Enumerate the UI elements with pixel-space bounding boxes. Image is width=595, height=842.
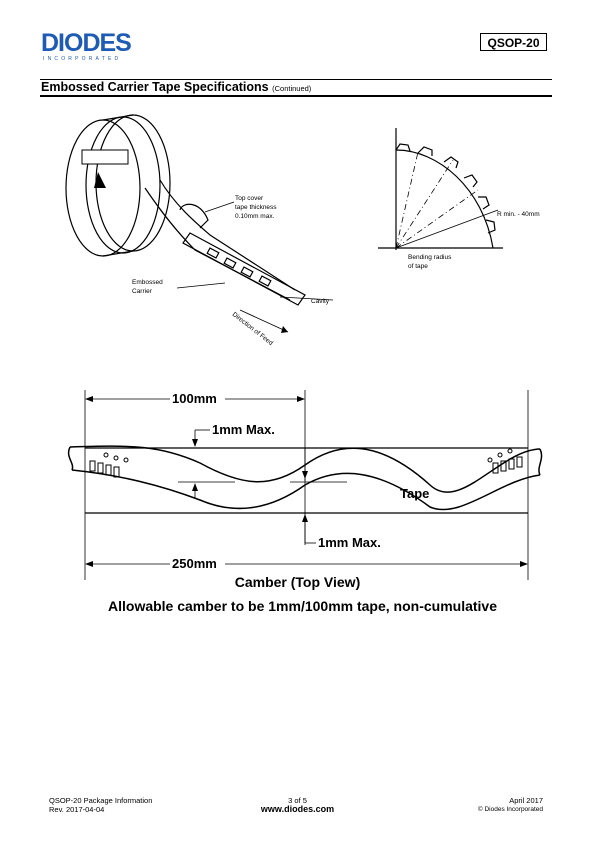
part-number-box: QSOP-20	[480, 33, 547, 51]
header-rule-top	[40, 79, 552, 80]
footer-copyright: © Diodes Incorporated	[477, 806, 543, 813]
footer-doc-name: QSOP-20 Package Information	[49, 796, 153, 805]
camber-note: Allowable camber to be 1mm/100mm tape, n…	[108, 598, 497, 614]
dim-100mm: 100mm	[172, 391, 217, 406]
footer-date: April 2017	[509, 796, 543, 805]
logo-text: DIODES	[41, 29, 131, 57]
tape-label: Tape	[400, 486, 429, 501]
section-title-text: Embossed Carrier Tape Specifications	[41, 80, 269, 94]
top-cover-label-2: tape thickness	[235, 204, 277, 211]
cavity-label: Cavity	[311, 298, 330, 305]
top-cover-label-1: Top cover	[235, 195, 264, 202]
dim-250mm: 250mm	[172, 556, 217, 571]
footer-url[interactable]: www.diodes.com	[260, 804, 335, 814]
header-rule-bottom	[40, 95, 552, 97]
section-title: Embossed Carrier Tape Specifications (Co…	[41, 79, 311, 97]
diodes-logo: DIODES INCORPORATED	[41, 29, 149, 62]
bending-label-2: of tape	[408, 263, 428, 270]
camber-caption: Camber (Top View)	[234, 574, 361, 590]
camber-diagram: 100mm 250mm 1mm Max. 1mm Max. Tape	[67, 390, 543, 580]
footer-revision: Rev. 2017-04-04	[49, 805, 105, 814]
footer-page: 3 of 5	[288, 796, 307, 805]
max-top-label: 1mm Max.	[212, 422, 275, 437]
radius-label: R min. - 40mm	[497, 211, 540, 218]
feed-direction-label: Direction of Feed	[231, 311, 275, 347]
max-bottom-label: 1mm Max.	[318, 535, 381, 550]
logo-subtext: INCORPORATED	[43, 56, 121, 62]
bending-label-1: Bending radius	[408, 254, 452, 261]
section-title-continued: (Continued)	[272, 84, 312, 93]
embossed-label-1: Embossed	[132, 279, 163, 286]
reel-tape-diagram: Top cover tape thickness 0.10mm max. Emb…	[65, 114, 334, 347]
embossed-label-2: Carrier	[132, 288, 153, 295]
top-cover-label-3: 0.10mm max.	[235, 213, 275, 220]
bending-radius-diagram: R min. - 40mm Bending radius of tape	[378, 128, 540, 270]
